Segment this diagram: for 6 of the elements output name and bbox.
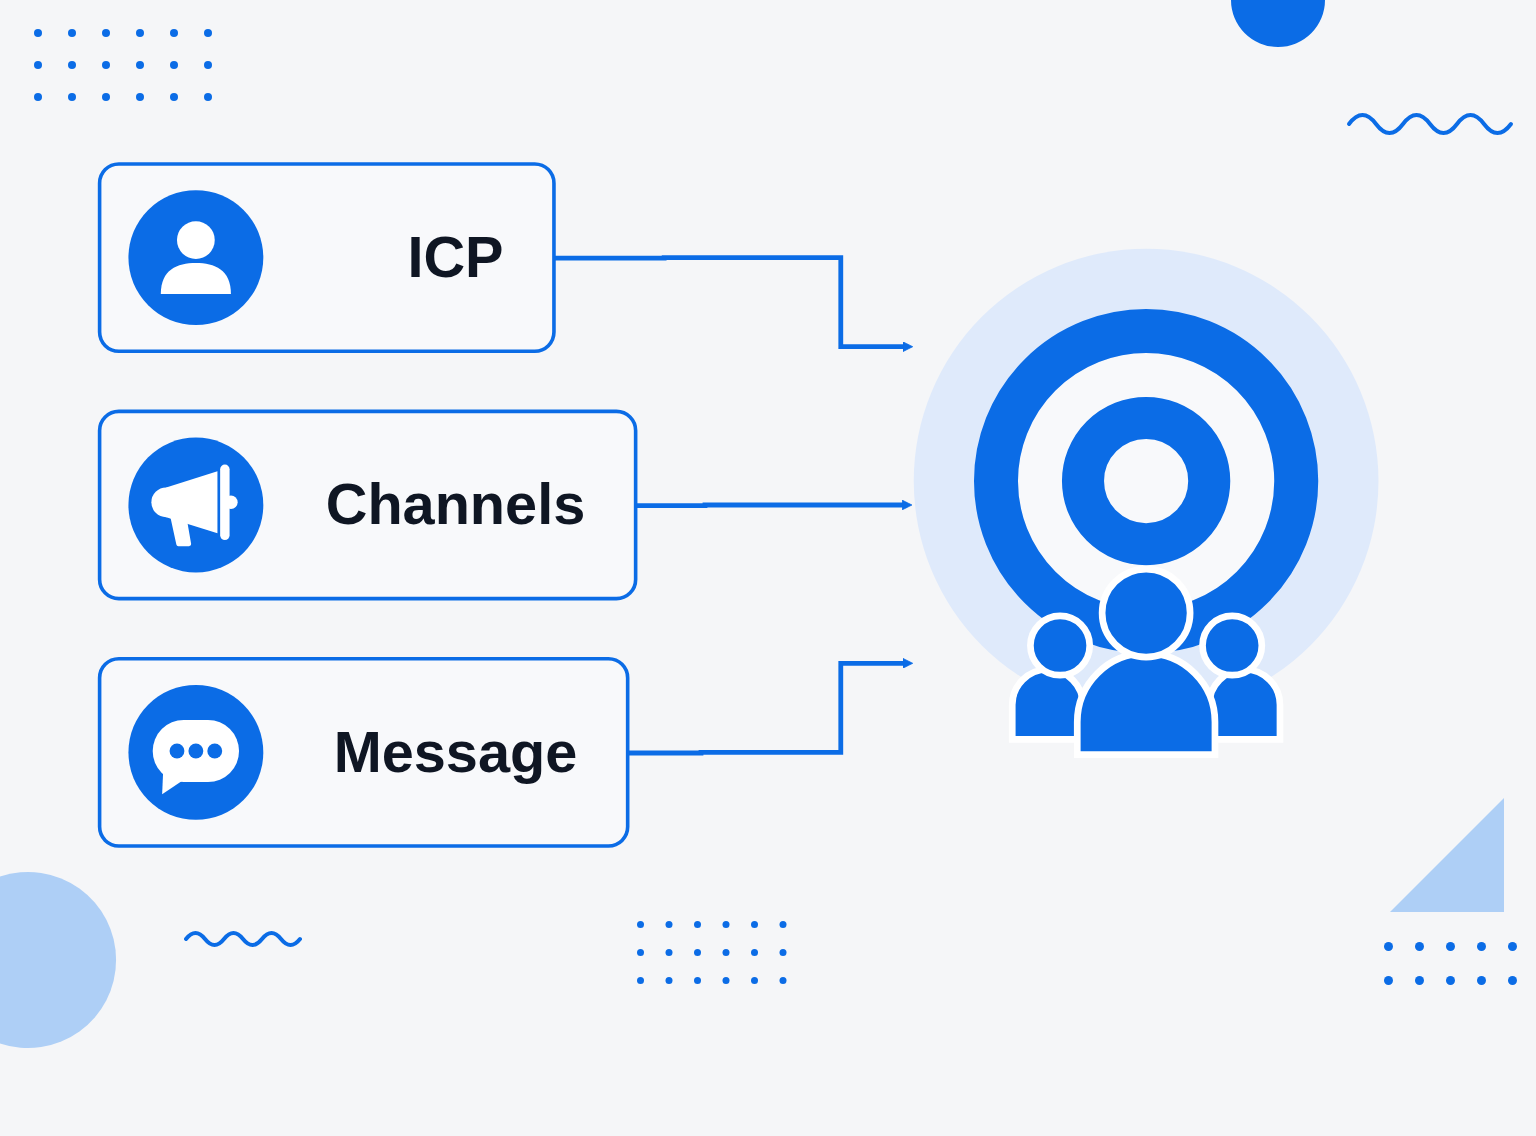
node-box: ICP — [97, 162, 556, 354]
arrow — [628, 658, 914, 756]
arrow — [554, 255, 914, 352]
arrow — [636, 499, 913, 511]
node-box: Message — [97, 656, 630, 848]
node-box: Channels — [97, 409, 638, 601]
